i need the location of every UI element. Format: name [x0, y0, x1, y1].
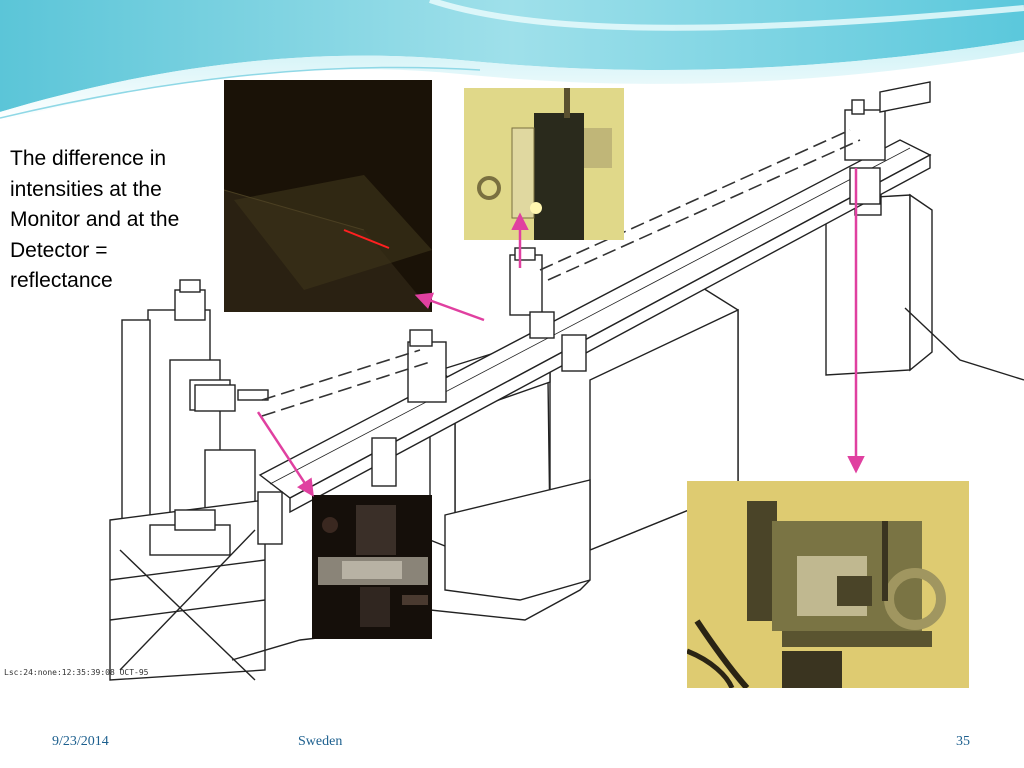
- footer-center-text: Sweden: [298, 734, 343, 749]
- detector-assembly-photo: [687, 481, 969, 688]
- footer-page-number: 35: [956, 734, 970, 749]
- detector-photo-top: [464, 88, 624, 240]
- header-swoosh-decoration: [0, 0, 1024, 122]
- slide-body-text: The difference in intensities at the Mon…: [10, 147, 180, 292]
- footer-date: 9/23/2014: [52, 734, 109, 749]
- monitor-photo-dark: [224, 80, 432, 312]
- goniometer-photo: [312, 495, 432, 639]
- drawing-stamp: Lsc:24:none:12:35:39:08 OCT-95: [4, 668, 149, 677]
- reflectometer-diagram: [109, 81, 1024, 681]
